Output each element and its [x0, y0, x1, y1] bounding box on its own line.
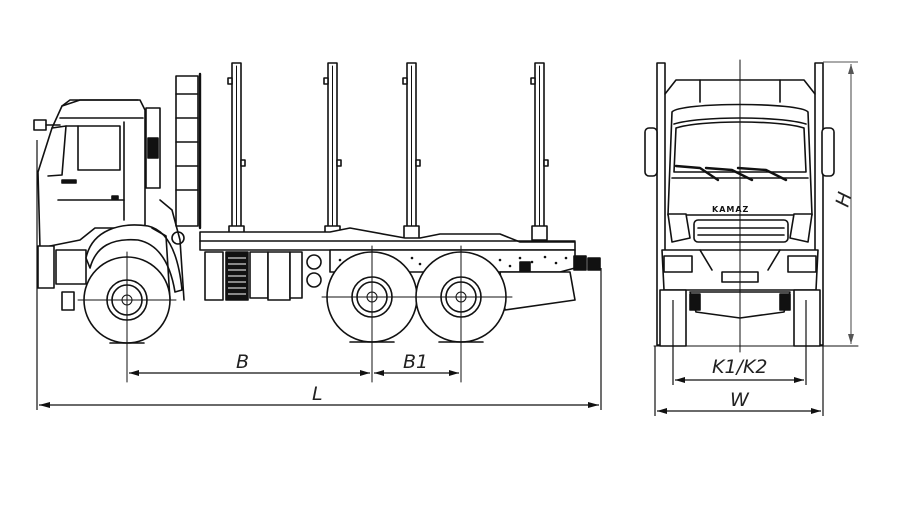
- brand-badge: KAMAZ: [712, 205, 749, 214]
- front-dimensions: [654, 61, 858, 416]
- headboard-ladder: [175, 72, 202, 230]
- side-view: B B1 L: [33, 62, 602, 410]
- stanchion-4: [530, 62, 549, 241]
- dimension-label-b1: B1: [403, 351, 428, 373]
- stanchion-1: [227, 62, 246, 241]
- stanchion-2: [323, 62, 342, 241]
- stanchion-3: [402, 62, 421, 241]
- dimension-label-l: L: [312, 383, 323, 405]
- cab: [33, 99, 185, 311]
- dimension-label-h: H: [832, 190, 857, 210]
- dimension-label-b: B: [236, 351, 249, 373]
- dimension-label-w: W: [730, 389, 750, 411]
- front-view: KAMAZ: [644, 59, 859, 416]
- axle-centerlines: [77, 245, 513, 383]
- stanchions: [227, 62, 549, 241]
- dimension-label-k1-k2: K1/K2: [712, 356, 768, 378]
- under-chassis-components: [204, 251, 322, 301]
- side-dimensions: [36, 140, 602, 410]
